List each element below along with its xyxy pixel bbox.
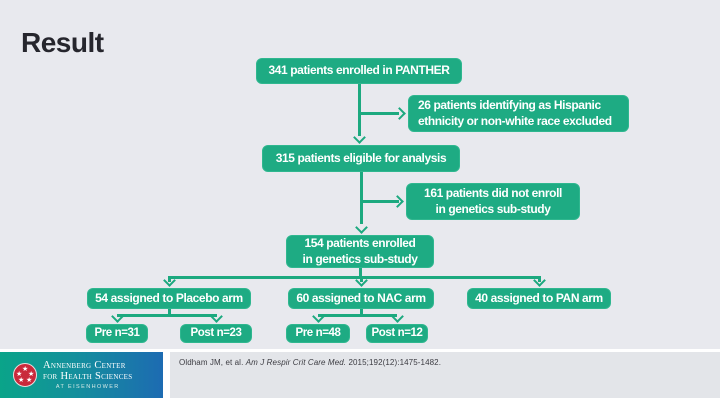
connector-line	[359, 309, 363, 316]
citation-issue: 2015;192(12):1475-1482.	[346, 358, 442, 367]
connector-line	[167, 276, 171, 282]
logo-name-line2: for Health Sciences	[43, 371, 133, 382]
connector-line	[169, 276, 540, 279]
citation-journal: Am J Respir Crit Care Med.	[245, 358, 347, 367]
annenberg-stars-icon: ★★★★★	[13, 363, 37, 387]
connector-line	[359, 172, 363, 224]
connector-line	[318, 314, 397, 317]
node-315-eligible: 315 patients eligible for analysis	[262, 145, 460, 172]
connector-line	[117, 314, 217, 317]
logo-text: Annenberg Center for Health Sciences AT …	[43, 360, 132, 391]
connector-line	[359, 276, 363, 282]
citation-panel: Oldham JM, et al. Am J Respir Crit Care …	[170, 352, 720, 398]
node-26-excluded: 26 patients identifying as Hispanic ethn…	[408, 95, 629, 132]
connector-line	[359, 112, 399, 115]
logo-subtitle: AT EISENHOWER	[55, 384, 120, 391]
citation-authors: Oldham JM, et al.	[179, 358, 246, 367]
connector-line	[537, 276, 541, 282]
citation-text: Oldham JM, et al. Am J Respir Crit Care …	[179, 358, 720, 367]
connector-line	[361, 200, 399, 203]
node-40-pan-arm: 40 assigned to PAN arm	[467, 288, 611, 309]
logo-name-line1: Annenberg Center	[43, 359, 126, 371]
node-60-nac-arm: 60 assigned to NAC arm	[288, 288, 434, 309]
footer-logo: ★★★★★ Annenberg Center for Health Scienc…	[0, 352, 163, 398]
slide-title: Result	[21, 27, 104, 58]
node-pre-n31: Pre n=31	[86, 324, 148, 343]
node-post-n23: Post n=23	[180, 324, 252, 343]
node-341-enrolled-panther: 341 patients enrolled in PANTHER	[256, 58, 462, 84]
node-pre-n48: Pre n=48	[286, 324, 350, 343]
node-54-placebo-arm: 54 assigned to Placebo arm	[87, 288, 251, 309]
connector-line	[358, 268, 362, 278]
node-post-n12: Post n=12	[366, 324, 428, 343]
connector-line	[357, 84, 361, 136]
node-161-not-enrolled: 161 patients did not enroll in genetics …	[406, 183, 580, 220]
node-154-genetics-substudy: 154 patients enrolled in genetics sub-st…	[286, 235, 434, 268]
connector-line	[167, 309, 171, 316]
